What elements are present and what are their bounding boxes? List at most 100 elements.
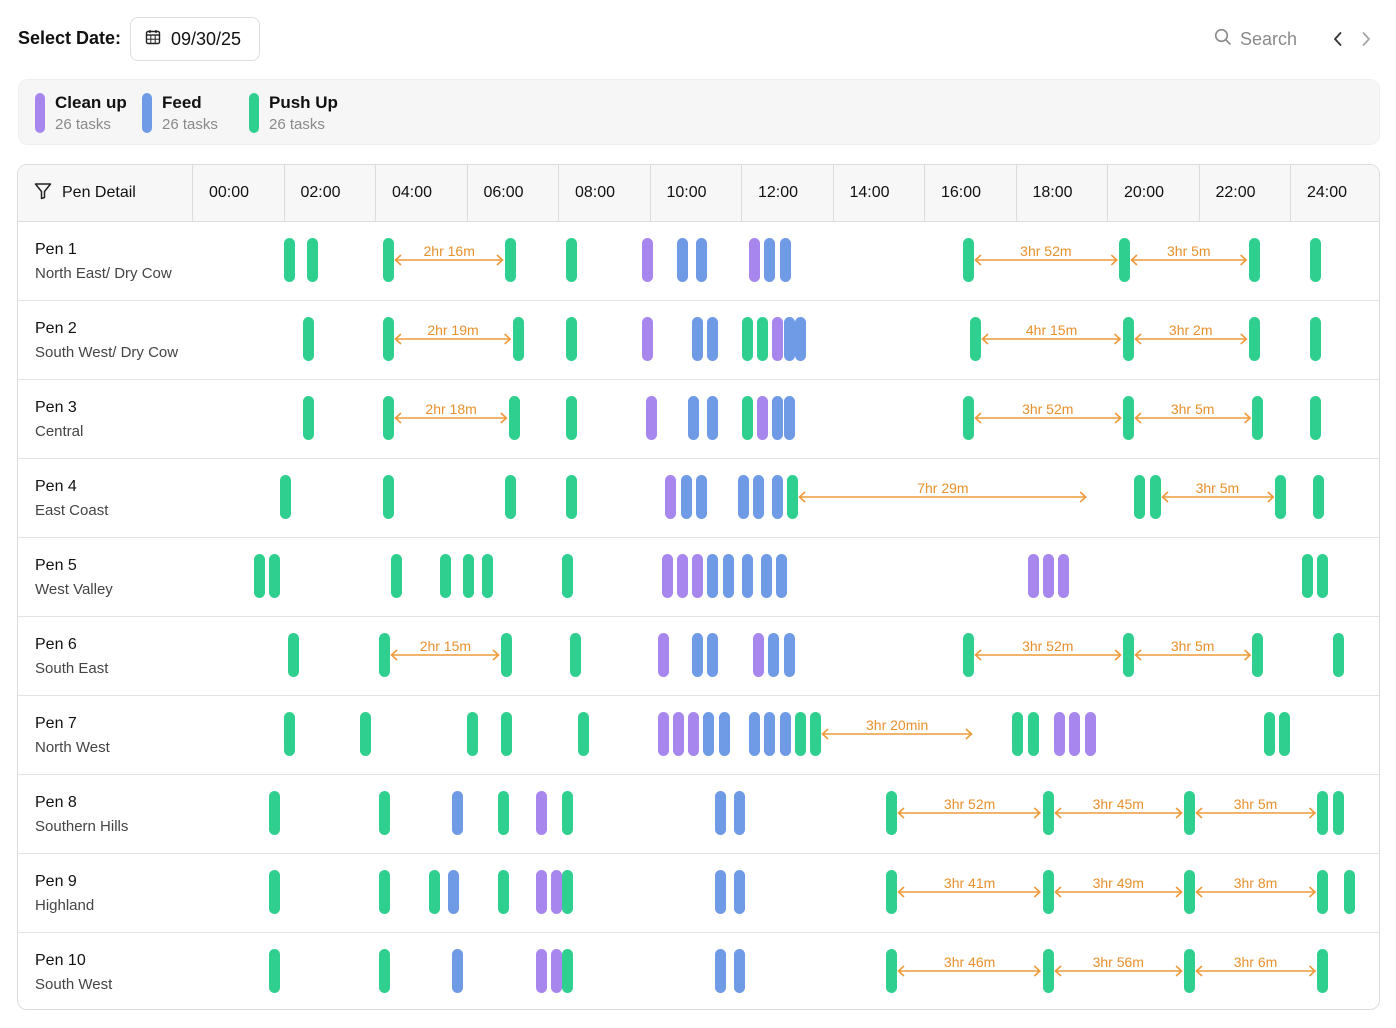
task-push-up[interactable] <box>570 633 581 677</box>
task-feed[interactable] <box>794 317 806 361</box>
task-clean-up[interactable] <box>1042 554 1054 598</box>
task-push-up[interactable] <box>509 396 520 440</box>
task-push-up[interactable] <box>1252 396 1264 440</box>
prev-date-button[interactable] <box>1330 28 1346 50</box>
task-push-up[interactable] <box>383 396 395 440</box>
task-push-up[interactable] <box>962 238 974 282</box>
task-push-up[interactable] <box>1252 633 1264 677</box>
task-clean-up[interactable] <box>749 238 761 282</box>
task-push-up[interactable] <box>1183 870 1195 914</box>
task-feed[interactable] <box>451 791 463 835</box>
date-picker-button[interactable]: 09/30/25 <box>130 17 260 61</box>
task-push-up[interactable] <box>1343 870 1355 914</box>
task-push-up[interactable] <box>1309 317 1321 361</box>
task-push-up[interactable] <box>303 317 315 361</box>
task-push-up[interactable] <box>886 949 898 993</box>
task-feed[interactable] <box>749 712 761 756</box>
task-feed[interactable] <box>703 712 715 756</box>
task-push-up[interactable] <box>886 791 898 835</box>
task-clean-up[interactable] <box>772 317 784 361</box>
task-clean-up[interactable] <box>550 949 562 993</box>
task-feed[interactable] <box>764 238 776 282</box>
task-push-up[interactable] <box>577 712 589 756</box>
task-push-up[interactable] <box>1183 791 1195 835</box>
task-feed[interactable] <box>451 949 463 993</box>
task-push-up[interactable] <box>566 396 578 440</box>
task-push-up[interactable] <box>1119 238 1130 282</box>
task-feed[interactable] <box>688 396 700 440</box>
task-feed[interactable] <box>448 870 459 914</box>
task-clean-up[interactable] <box>646 396 658 440</box>
task-push-up[interactable] <box>1042 791 1054 835</box>
task-feed[interactable] <box>779 238 791 282</box>
task-feed[interactable] <box>680 475 692 519</box>
task-push-up[interactable] <box>303 396 315 440</box>
task-push-up[interactable] <box>1317 870 1329 914</box>
task-push-up[interactable] <box>962 396 974 440</box>
task-push-up[interactable] <box>1122 396 1134 440</box>
task-feed[interactable] <box>741 554 753 598</box>
task-push-up[interactable] <box>383 317 395 361</box>
task-feed[interactable] <box>707 633 719 677</box>
task-push-up[interactable] <box>562 791 574 835</box>
task-feed[interactable] <box>733 870 745 914</box>
task-push-up[interactable] <box>501 633 513 677</box>
task-clean-up[interactable] <box>1058 554 1069 598</box>
task-feed[interactable] <box>714 791 726 835</box>
task-push-up[interactable] <box>306 238 318 282</box>
task-push-up[interactable] <box>1317 949 1329 993</box>
task-push-up[interactable] <box>497 791 509 835</box>
task-feed[interactable] <box>775 554 787 598</box>
task-push-up[interactable] <box>741 317 753 361</box>
task-push-up[interactable] <box>566 238 578 282</box>
task-push-up[interactable] <box>970 317 982 361</box>
task-push-up[interactable] <box>1309 238 1321 282</box>
pen-detail-filter[interactable]: Pen Detail <box>18 165 193 221</box>
task-push-up[interactable] <box>962 633 974 677</box>
task-push-up[interactable] <box>268 791 280 835</box>
task-clean-up[interactable] <box>550 870 562 914</box>
task-push-up[interactable] <box>562 870 574 914</box>
task-push-up[interactable] <box>1263 712 1275 756</box>
task-push-up[interactable] <box>741 396 753 440</box>
task-clean-up[interactable] <box>756 396 768 440</box>
task-push-up[interactable] <box>562 554 574 598</box>
task-push-up[interactable] <box>1317 791 1329 835</box>
task-push-up[interactable] <box>467 712 479 756</box>
task-feed[interactable] <box>768 633 780 677</box>
task-push-up[interactable] <box>1332 633 1344 677</box>
task-clean-up[interactable] <box>672 712 684 756</box>
task-feed[interactable] <box>779 712 791 756</box>
task-push-up[interactable] <box>268 949 280 993</box>
task-push-up[interactable] <box>287 633 299 677</box>
task-push-up[interactable] <box>428 870 440 914</box>
task-feed[interactable] <box>737 475 749 519</box>
task-feed[interactable] <box>707 554 719 598</box>
task-push-up[interactable] <box>566 475 578 519</box>
task-clean-up[interactable] <box>692 554 703 598</box>
task-clean-up[interactable] <box>657 633 669 677</box>
task-push-up[interactable] <box>1313 475 1325 519</box>
task-clean-up[interactable] <box>642 317 654 361</box>
task-feed[interactable] <box>764 712 776 756</box>
task-push-up[interactable] <box>1317 554 1329 598</box>
task-push-up[interactable] <box>1275 475 1287 519</box>
task-push-up[interactable] <box>794 712 806 756</box>
task-feed[interactable] <box>722 554 734 598</box>
task-push-up[interactable] <box>482 554 494 598</box>
task-feed[interactable] <box>692 633 703 677</box>
task-feed[interactable] <box>772 475 784 519</box>
task-push-up[interactable] <box>379 791 391 835</box>
task-push-up[interactable] <box>497 870 509 914</box>
task-push-up[interactable] <box>1279 712 1291 756</box>
task-push-up[interactable] <box>810 712 822 756</box>
task-clean-up[interactable] <box>1084 712 1096 756</box>
task-push-up[interactable] <box>1012 712 1024 756</box>
task-clean-up[interactable] <box>535 870 547 914</box>
task-clean-up[interactable] <box>661 554 673 598</box>
